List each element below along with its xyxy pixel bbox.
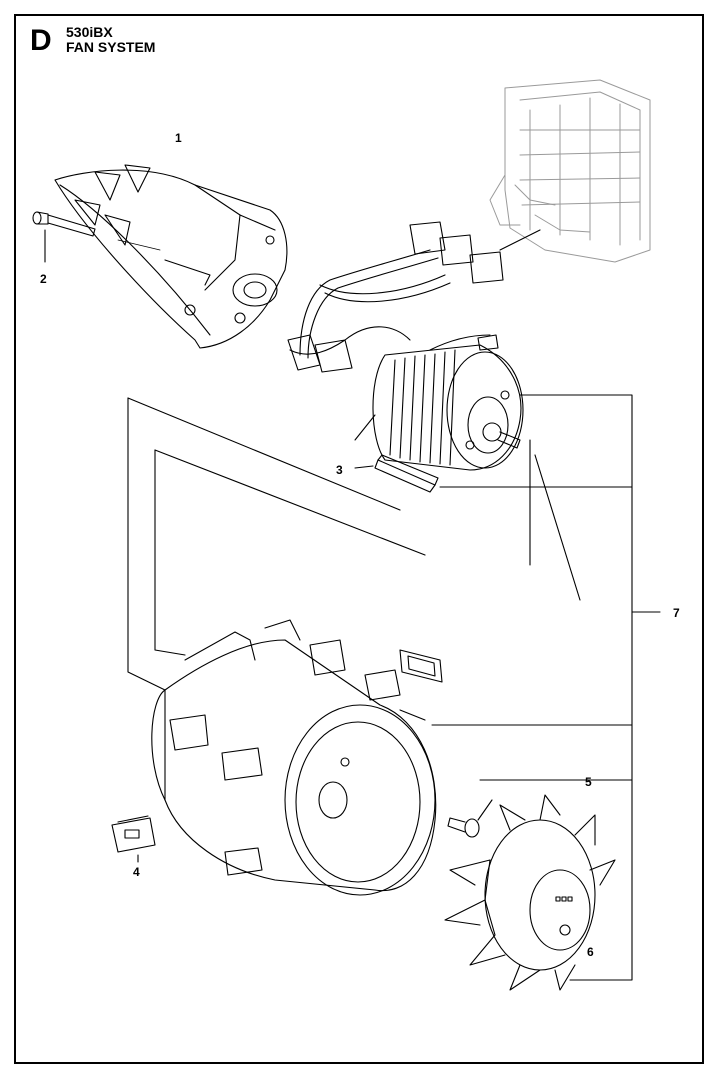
callout-1: 1 — [175, 131, 182, 145]
circuit-board-drawing — [489, 79, 651, 263]
callout-4: 4 — [133, 865, 140, 879]
part-4-grommet-drawing — [111, 815, 156, 853]
gasket-drawing — [399, 649, 443, 683]
part-6-fan-drawing — [444, 794, 616, 991]
callout-3: 3 — [336, 463, 343, 477]
callout-2: 2 — [40, 272, 47, 286]
section-letter: D — [30, 24, 52, 57]
part-2-screw-drawing — [32, 211, 96, 237]
callout-6: 6 — [587, 945, 594, 959]
callout-5: 5 — [585, 775, 592, 789]
motor-drawing — [372, 344, 524, 471]
callout-7: 7 — [673, 606, 680, 620]
part-5-screw-drawing — [447, 817, 480, 838]
part-1-cover-drawing — [54, 164, 288, 349]
fan-housing-drawing — [151, 619, 437, 896]
part-5-leader — [477, 799, 493, 821]
part-7-grouping-lines — [127, 394, 661, 981]
part-3-bracket-drawing — [374, 454, 439, 493]
diagram-title: FAN SYSTEM — [66, 39, 156, 55]
wire-harness-drawing — [287, 221, 541, 373]
part-3-leader — [354, 465, 374, 469]
model-name: 530iBX — [66, 24, 113, 40]
diagram-header: 530iBX FAN SYSTEM — [66, 25, 155, 55]
diagram-frame — [14, 14, 704, 1064]
